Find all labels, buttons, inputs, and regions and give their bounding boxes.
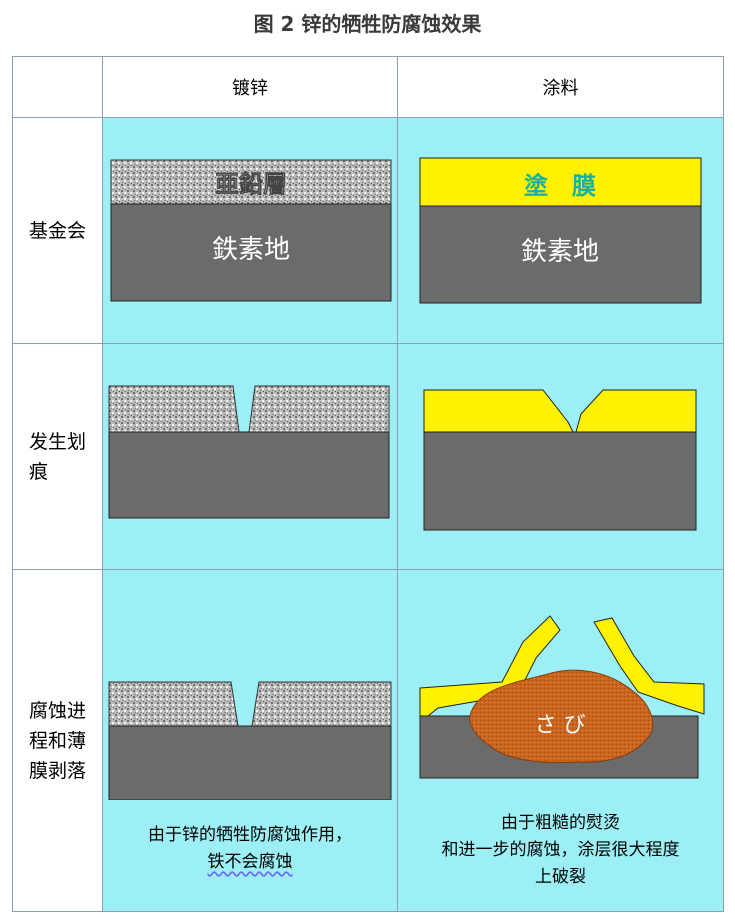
diagram-paint-base: 塗 膜 鉄素地 [397, 117, 724, 344]
caption-paint: 由于粗糙的熨烫 和进一步的腐蚀，涂层很大程度 上破裂 [398, 810, 723, 891]
caption-paint-line-3: 上破裂 [398, 864, 723, 891]
paint-layer-label: 塗 膜 [524, 172, 596, 200]
steel-substrate [424, 432, 696, 530]
zinc-layer [109, 386, 239, 432]
column-header-paint: 涂料 [397, 56, 724, 118]
substrate-label: 鉄素地 [521, 237, 599, 267]
zinc-layer [109, 682, 238, 726]
zinc-layer [249, 386, 389, 432]
steel-substrate [109, 726, 391, 800]
caption-paint-line-2: 和进一步的腐蚀，涂层很大程度 [398, 837, 723, 864]
rust-label: さ び [535, 713, 586, 738]
caption-galvanized: 由于锌的牺牲防腐蚀作用， 铁不会腐蚀 [103, 822, 397, 876]
diagram-paint-scratch [397, 343, 724, 570]
substrate-label: 鉄素地 [212, 235, 290, 265]
zinc-layer-label: 亜鉛層 [215, 170, 287, 198]
row-label-scratch: 发生划 痕 [12, 343, 103, 570]
row-label-foundation: 基金会 [12, 117, 103, 344]
zinc-layer [252, 682, 391, 726]
figure-title: 图 2 锌的牺牲防腐蚀效果 [0, 8, 735, 37]
corner-cell [12, 56, 103, 118]
diagram-galvanized-base: 亜鉛層 鉄素地 [102, 117, 398, 344]
paint-layer [424, 390, 696, 432]
caption-galvanized-line-1: 由于锌的牺牲防腐蚀作用， [103, 822, 397, 849]
steel-substrate [109, 432, 389, 518]
caption-paint-line-1: 由于粗糙的熨烫 [398, 810, 723, 837]
diagram-galvanized-corrosion: 由于锌的牺牲防腐蚀作用， 铁不会腐蚀 [102, 569, 398, 912]
comparison-table: 镀锌 涂料 基金会 发生划 痕 腐蚀进 程和薄 膜剥落 [12, 56, 724, 912]
diagram-paint-corrosion: さ び 由于粗糙的熨烫 和进一步的腐蚀，涂层很大程度 上破裂 [397, 569, 724, 912]
row-label-corrosion: 腐蚀进 程和薄 膜剥落 [12, 569, 103, 912]
caption-galvanized-line-2: 铁不会腐蚀 [208, 852, 293, 872]
diagram-galvanized-scratch [102, 343, 398, 570]
column-header-galvanized: 镀锌 [102, 56, 398, 118]
